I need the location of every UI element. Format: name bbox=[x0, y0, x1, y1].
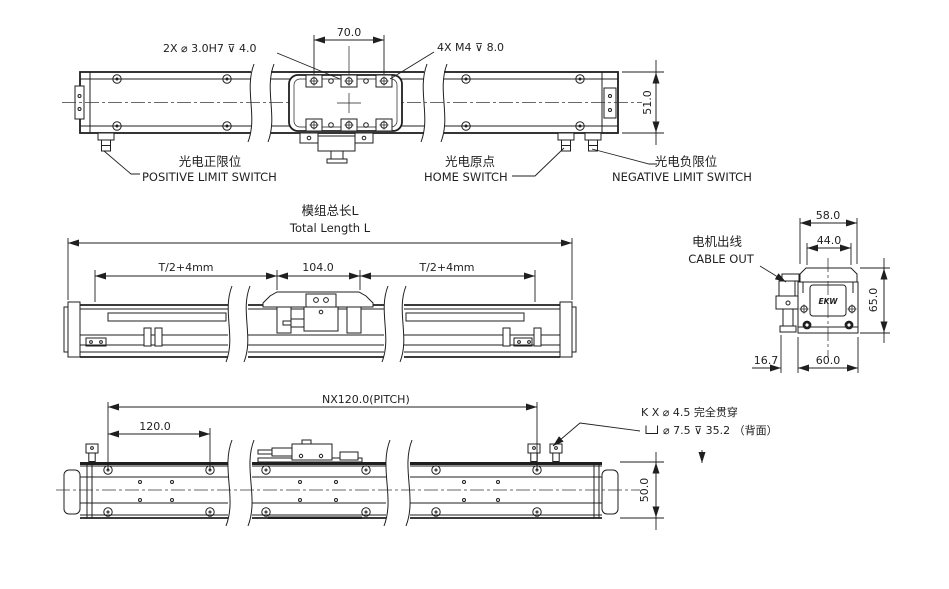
home-switch bbox=[557, 132, 575, 152]
cable-out-callout: 电机出线 CABLE OUT bbox=[688, 234, 787, 283]
top-view-carriage bbox=[288, 74, 403, 132]
top-view: 70.0 2X ⌀ 3.0H7 ⊽ 4.0 4X M4 ⊽ 8.0 51.0 光… bbox=[62, 26, 752, 184]
counterbore-icon bbox=[645, 425, 658, 434]
positive-limit-label-cn: 光电正限位 bbox=[179, 154, 242, 169]
dim-70: 70.0 bbox=[313, 26, 385, 74]
front-view-break-lines bbox=[225, 285, 407, 363]
brand-logo: EKW bbox=[818, 297, 838, 306]
dim-pitch: NX120.0(PITCH) bbox=[107, 393, 538, 470]
left-end-cap bbox=[63, 469, 81, 515]
front-view-carriage bbox=[262, 291, 374, 334]
negative-limit-callout: 光电负限位 NEGATIVE LIMIT SWITCH bbox=[591, 148, 752, 184]
hole-note-callout: K X ⌀ 4.5 完全贯穿 ⌀ 7.5 ⊽ 35.2 （背面） bbox=[552, 405, 778, 463]
dim-60: 60.0 bbox=[797, 337, 859, 373]
dim-65: 65.0 bbox=[860, 258, 890, 343]
dim-60-label: 60.0 bbox=[816, 354, 841, 367]
dim-total-length: 模组总长L Total Length L bbox=[67, 203, 573, 300]
bottom-view: NX120.0(PITCH) 120.0 K X ⌀ 4.5 完全贯穿 ⌀ 7.… bbox=[56, 393, 778, 530]
dim-50-label: 50.0 bbox=[638, 478, 651, 503]
negative-limit-label-cn: 光电负限位 bbox=[655, 154, 718, 169]
hole-note-line1: K X ⌀ 4.5 完全贯穿 bbox=[641, 405, 738, 419]
dim-51: 51.0 bbox=[622, 60, 664, 145]
home-sensor-assembly bbox=[299, 132, 374, 164]
cable-out-label-en: CABLE OUT bbox=[688, 252, 755, 266]
tap-hole-note: 4X M4 ⊽ 8.0 bbox=[389, 41, 504, 80]
bottom-view-break-lines bbox=[225, 439, 413, 527]
hole-note-line2: ⌀ 7.5 ⊽ 35.2 （背面） bbox=[663, 423, 778, 437]
home-label-en: HOME SWITCH bbox=[424, 170, 508, 184]
dowel-note-label: 2X ⌀ 3.0H7 ⊽ 4.0 bbox=[163, 42, 256, 55]
negative-limit-label-en: NEGATIVE LIMIT SWITCH bbox=[612, 170, 752, 184]
end-view: EKW 58.0 44.0 65.0 16.7 60 bbox=[688, 209, 890, 373]
cable-out-label-cn: 电机出线 bbox=[692, 234, 743, 249]
dim-104-label: 104.0 bbox=[302, 261, 334, 274]
front-view: 模组总长L Total Length L T/2+4mm 104.0 T/2+4… bbox=[63, 203, 577, 363]
cable-connector bbox=[775, 273, 800, 333]
dim-58-label: 58.0 bbox=[816, 209, 841, 222]
dim-16-7: 16.7 bbox=[752, 335, 782, 373]
dim-120: 120.0 bbox=[108, 420, 211, 470]
dim-58: 58.0 bbox=[799, 209, 858, 264]
top-view-break-lines bbox=[247, 63, 448, 144]
bottom-switch-bracket-mid bbox=[527, 443, 541, 462]
positive-limit-callout: 光电正限位 POSITIVE LIMIT SWITCH bbox=[103, 150, 277, 184]
dim-51-label: 51.0 bbox=[641, 90, 654, 115]
tap-note-label: 4X M4 ⊽ 8.0 bbox=[437, 41, 504, 54]
dim-t2-right-label: T/2+4mm bbox=[418, 261, 474, 274]
bottom-sensor-assembly bbox=[257, 439, 363, 519]
bottom-switch-bracket-right bbox=[549, 443, 563, 462]
dowel-hole-note: 2X ⌀ 3.0H7 ⊽ 4.0 bbox=[163, 42, 341, 80]
dim-120-label: 120.0 bbox=[139, 420, 171, 433]
bottom-switch-bracket-left bbox=[85, 443, 99, 462]
dim-t2-left-label: T/2+4mm bbox=[157, 261, 213, 274]
positive-limit-switch bbox=[97, 132, 115, 152]
right-end-cap bbox=[601, 469, 619, 515]
dim-44: 44.0 bbox=[806, 234, 852, 265]
total-length-label-en: Total Length L bbox=[289, 221, 371, 235]
negative-limit-switch bbox=[584, 132, 602, 152]
dim-16-7-label: 16.7 bbox=[754, 354, 779, 367]
positive-limit-label-en: POSITIVE LIMIT SWITCH bbox=[142, 170, 277, 184]
home-label-cn: 光电原点 bbox=[445, 154, 495, 169]
dim-pitch-label: NX120.0(PITCH) bbox=[322, 393, 410, 406]
home-switch-callout: 光电原点 HOME SWITCH bbox=[424, 147, 565, 184]
dim-65-label: 65.0 bbox=[867, 288, 880, 313]
dim-70-label: 70.0 bbox=[337, 26, 362, 39]
dim-stroke-row: T/2+4mm 104.0 T/2+4mm bbox=[94, 261, 536, 302]
dim-50: 50.0 bbox=[620, 452, 664, 530]
total-length-label-cn: 模组总长L bbox=[302, 203, 359, 218]
dim-44-label: 44.0 bbox=[817, 234, 842, 247]
